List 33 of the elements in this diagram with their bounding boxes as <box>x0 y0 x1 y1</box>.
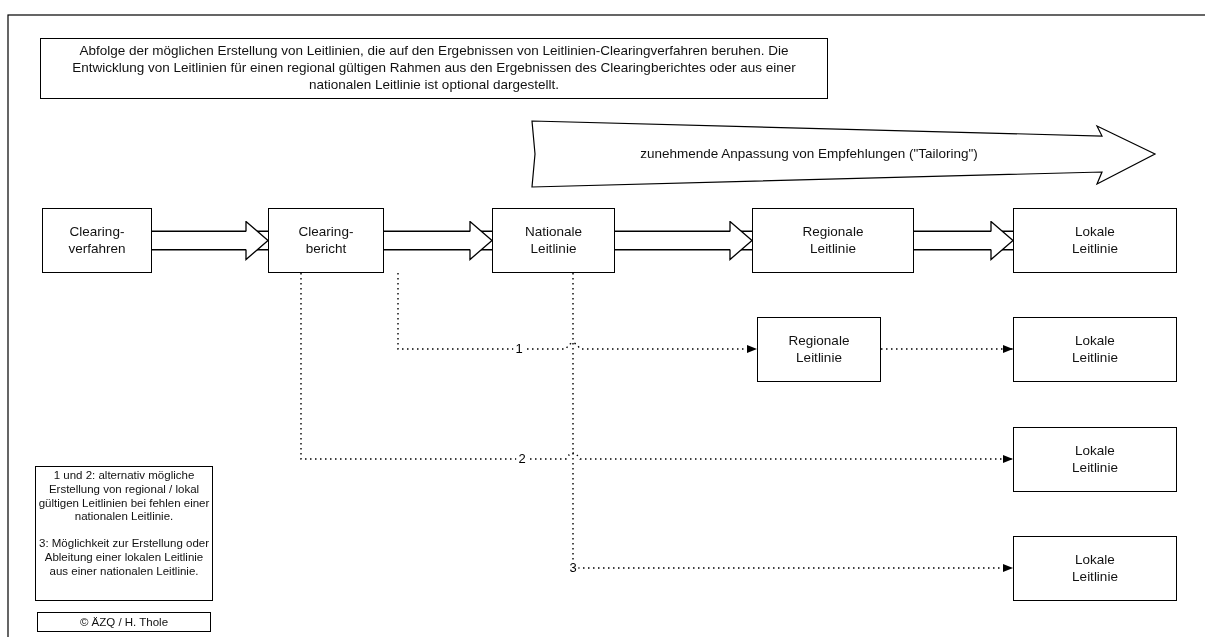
dotted-arrow <box>880 345 1014 353</box>
process-box <box>752 208 914 273</box>
copyright-box <box>37 612 211 632</box>
note-box <box>35 466 213 601</box>
box-label: Nationale Leitlinie <box>523 223 583 258</box>
box-label: Lokale Leitlinie <box>1071 442 1119 477</box>
edge-label: 1 <box>513 342 525 356</box>
box-label: Lokale Leitlinie <box>1071 223 1119 258</box>
edge-label: 3 <box>567 561 579 575</box>
box-label: Regionale Leitlinie <box>801 223 865 258</box>
dotted-arrow <box>300 272 1014 463</box>
box-label: Lokale Leitlinie <box>1071 332 1119 367</box>
process-box <box>268 208 384 273</box>
process-box <box>1013 536 1177 601</box>
dotted-arrow <box>572 272 1014 572</box>
copyright-text: © ÄZQ / H. Thole <box>79 614 169 630</box>
process-box <box>1013 427 1177 492</box>
edge-label: 2 <box>516 452 528 466</box>
description-text: Abfolge der möglichen Erstellung von Leitlinien, die auf den Ergebnissen von Leitlinien-Clearingverfahren beruhen. Die Entwicklung von Leitlinien für einen regional gültigen Rahmen aus den Ergebnissen des Clearingberichtes oder aus einer nationalen Leitlinie ist optional dargestellt. <box>71 43 797 94</box>
process-box <box>1013 317 1177 382</box>
note-text: 3: Möglichkeit zur Erstellung oder Ableitung einer lokalen Leitlinie aus einer nationalen Leitlinie. <box>38 537 210 579</box>
box-label: Clearing- verfahren <box>67 223 127 258</box>
process-box <box>42 208 152 273</box>
process-box <box>1013 208 1177 273</box>
description-box <box>40 38 828 99</box>
dotted-arrow <box>397 272 758 353</box>
process-box <box>492 208 615 273</box>
box-label: Clearing- bericht <box>297 223 355 258</box>
box-label: Regionale Leitlinie <box>787 332 851 367</box>
note-text: 1 und 2: alternativ mögliche Erstellung von regional / lokal gültigen Leitlinien bei fehlen einer nationalen Leitlinie. <box>37 469 211 525</box>
process-box <box>757 317 881 382</box>
box-label: Lokale Leitlinie <box>1071 551 1119 586</box>
box-label: zunehmende Anpassung von Empfehlungen ("Tailoring") <box>640 145 979 163</box>
